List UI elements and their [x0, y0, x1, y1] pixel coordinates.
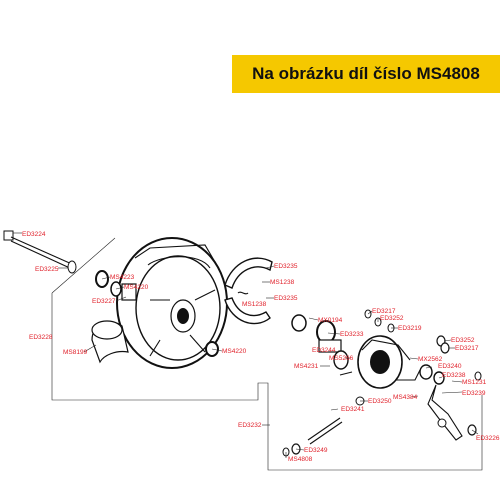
label-ED3227: ED3227	[92, 298, 116, 305]
banner-text: Na obrázku díl číslo MS4808	[252, 64, 480, 83]
label-ED3228: ED3228	[29, 334, 53, 341]
label-ED3252-right: ED3252	[451, 337, 475, 344]
label-ED3224: ED3224	[22, 231, 46, 238]
spacer-tube	[91, 320, 129, 364]
label-ED3250: ED3250	[368, 398, 392, 405]
brake-plate	[357, 335, 421, 389]
label-ED3241: ED3241	[341, 406, 365, 413]
brake-shoes	[224, 257, 273, 325]
label-ED3232: ED3232	[238, 422, 262, 429]
label-ED3252-top: ED3252	[380, 315, 404, 322]
label-MX0194: MX0194	[318, 317, 343, 324]
label-MS4220-bottom: MS4220	[222, 348, 247, 355]
label-MX2562: MX2562	[418, 356, 443, 363]
label-ED3238: ED3238	[442, 372, 466, 379]
label-ED3225: ED3225	[35, 266, 59, 273]
label-ED3233: ED3233	[340, 331, 364, 338]
label-MS1238-bottom: MS1238	[242, 301, 267, 308]
label-ED3219: ED3219	[398, 325, 422, 332]
label-MS4220-top: MS4220	[124, 284, 149, 291]
label-MS5266: MS5266	[329, 355, 354, 362]
axle-bolt	[3, 230, 77, 274]
label-ED3217-top: ED3217	[372, 308, 396, 315]
label-MS4223: MS4223	[110, 274, 135, 281]
label-ED3235-top: ED3235	[274, 263, 298, 270]
hub-parts-right	[291, 309, 482, 441]
label-ED3226: ED3226	[476, 435, 500, 442]
label-MS1238-top: MS1238	[270, 279, 295, 286]
leader-lines	[13, 232, 479, 458]
label-ED3240: ED3240	[438, 363, 462, 370]
part-number-banner: Na obrázku díl číslo MS4808	[232, 55, 500, 93]
label-MS8199: MS8199	[63, 349, 88, 356]
label-ED3239: ED3239	[462, 390, 486, 397]
label-MS4808: MS4808	[288, 456, 313, 463]
label-MS4384: MS4384	[393, 394, 418, 401]
label-ED3249: ED3249	[304, 447, 328, 454]
label-ED3235-bottom: ED3235	[274, 295, 298, 302]
wheel-group-frame	[51, 237, 483, 471]
label-MS4231: MS4231	[294, 363, 319, 370]
label-ED3244: ED3244	[312, 347, 336, 354]
label-MS1231: MS1231	[462, 379, 487, 386]
label-ED3217-right: ED3217	[455, 345, 479, 352]
